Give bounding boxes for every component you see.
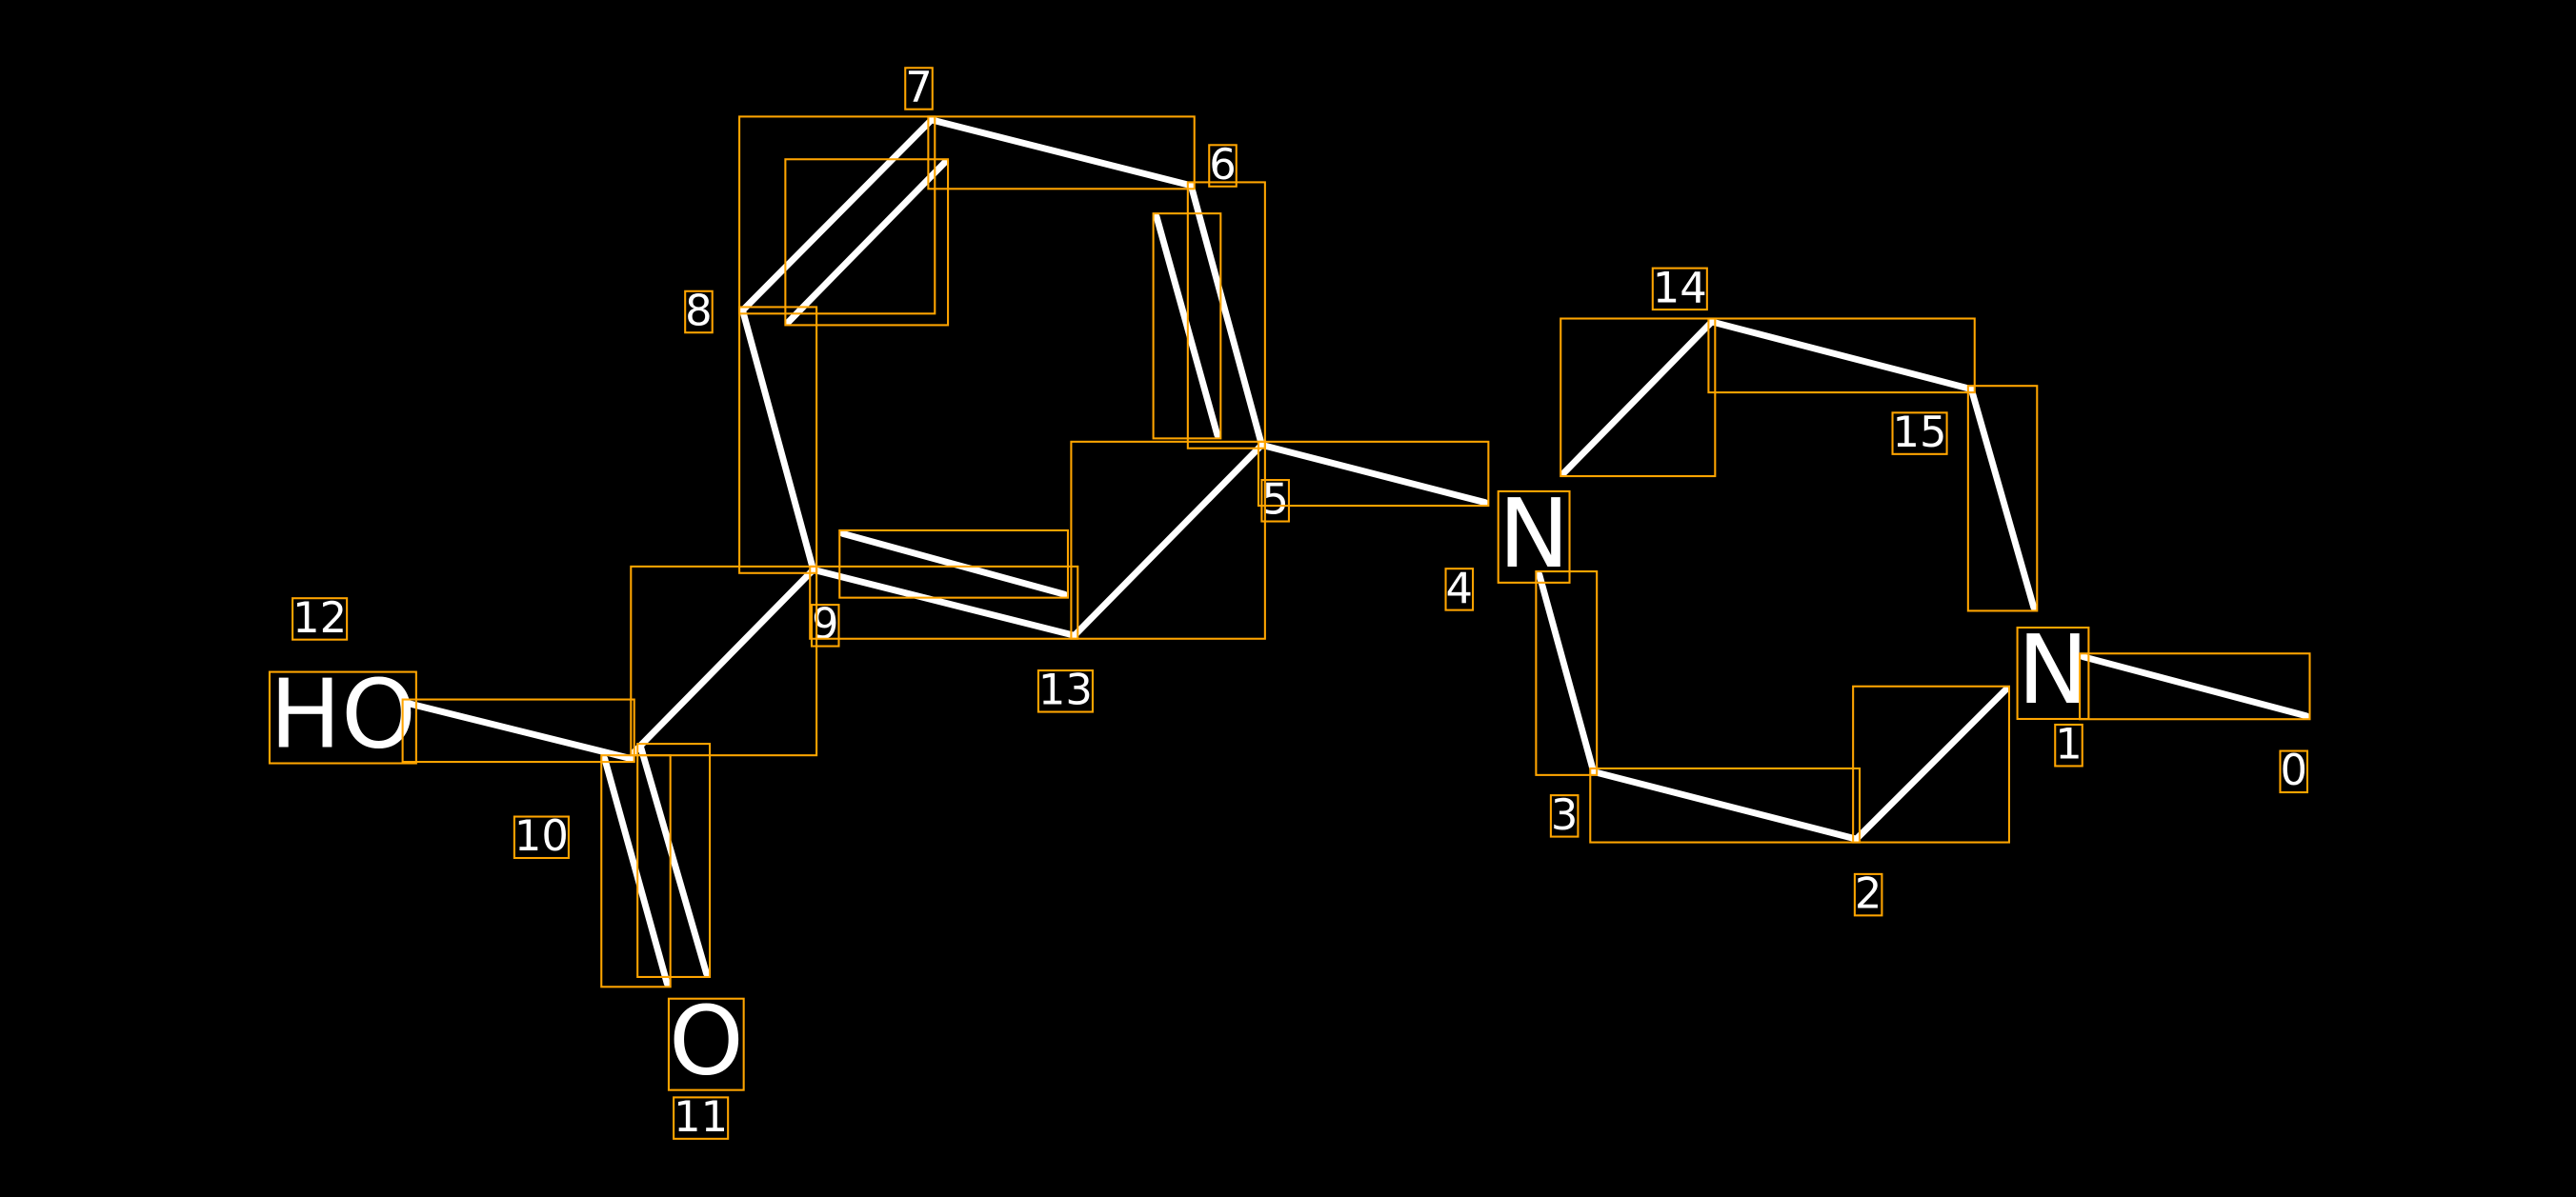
- bond-4-5-box: [1257, 440, 1490, 508]
- bond-8-9-box: [738, 306, 818, 574]
- atom-index-15: 15: [1893, 407, 1947, 457]
- atom-n4-box: [1497, 489, 1571, 584]
- bond-4-5: [1258, 441, 1489, 507]
- atom-index-9-box: [810, 604, 840, 648]
- atom-index-3: 3: [1551, 789, 1579, 840]
- bond-5-6-double-box: [1152, 212, 1222, 440]
- bond-6-7: [928, 116, 1195, 190]
- bond-10-11-double-box: [636, 743, 712, 978]
- atom-index-1: 1: [2055, 719, 2083, 769]
- bond-9-13-double: [839, 529, 1068, 598]
- atom-o11: O: [669, 986, 744, 1097]
- bond-9-13-box: [809, 565, 1079, 640]
- bond-10-12: [402, 699, 634, 763]
- atom-index-10-box: [513, 815, 570, 860]
- bonds: [402, 116, 2310, 988]
- atom-index-13: 13: [1038, 665, 1093, 715]
- atom-index-1-box: [2054, 723, 2083, 768]
- atom-index-0-box: [2279, 749, 2309, 794]
- bond-7-8-double-box: [784, 158, 950, 327]
- atom-index-7-box: [904, 67, 934, 110]
- atom-index-8: 8: [685, 285, 713, 335]
- atom-o11-box: [667, 997, 745, 1091]
- bond-0-1-box: [2079, 652, 2311, 721]
- atom-n1-box: [2016, 626, 2090, 721]
- atom-index-5: 5: [1261, 474, 1289, 525]
- bond-6-7-box: [927, 115, 1196, 190]
- atom-index-12-box: [292, 597, 349, 641]
- bond-13-5: [1071, 441, 1265, 639]
- bond-10-11-double: [637, 744, 711, 977]
- labels: N N O HO 0 1 2 3 4 5 6 7 8 9 10 11 12 13…: [270, 62, 2307, 1142]
- bond-10-11: [601, 755, 671, 988]
- atom-index-10: 10: [514, 810, 569, 861]
- atom-index-7: 7: [905, 62, 933, 112]
- bond-2-1-box: [1852, 685, 2010, 844]
- bond-9-10-box: [630, 565, 818, 757]
- atom-index-8-box: [684, 289, 714, 334]
- atom-index-11: 11: [674, 1091, 728, 1142]
- atom-index-12: 12: [292, 592, 347, 643]
- bond-0-1: [2080, 653, 2310, 720]
- bond-7-8-double: [785, 159, 949, 326]
- atom-n1: N: [2018, 614, 2089, 726]
- atom-ho12-box: [268, 670, 417, 765]
- bond-8-9: [739, 307, 817, 573]
- atom-index-4-box: [1444, 568, 1475, 611]
- bond-1-15-box: [1966, 385, 2039, 612]
- bond-5-6: [1187, 182, 1265, 449]
- atom-index-11-box: [673, 1096, 730, 1140]
- atom-index-13-box: [1036, 669, 1094, 713]
- atom-index-6: 6: [1209, 139, 1237, 190]
- bond-4-3: [1536, 571, 1598, 775]
- bond-3-2: [1590, 768, 1861, 843]
- bond-1-15: [1967, 386, 2038, 611]
- atom-index-3-box: [1549, 794, 1580, 838]
- bond-9-10: [631, 566, 817, 756]
- bond-10-12-box: [401, 698, 635, 764]
- bond-4-3-box: [1535, 570, 1599, 776]
- atom-index-14: 14: [1653, 262, 1707, 312]
- atom-index-2: 2: [1855, 868, 1882, 919]
- bond-9-13-double-box: [838, 529, 1069, 599]
- bond-3-2-box: [1589, 767, 1862, 844]
- bond-7-8: [739, 116, 936, 314]
- atom-index-0: 0: [2280, 745, 2307, 795]
- bond-15-14: [1708, 318, 1975, 393]
- bond-10-11-box: [600, 754, 672, 988]
- atom-n4: N: [1499, 478, 1570, 589]
- atom-ho12: HO: [270, 659, 416, 770]
- bond-2-1: [1853, 686, 2009, 843]
- atom-index-4: 4: [1446, 563, 1474, 613]
- bond-13-5-box: [1070, 440, 1266, 640]
- bounding-boxes: [268, 67, 2311, 1140]
- bond-15-14-box: [1707, 317, 1976, 394]
- bond-14-4-box: [1560, 317, 1717, 478]
- atom-index-5-box: [1260, 479, 1290, 523]
- atom-index-6-box: [1208, 144, 1238, 188]
- atom-index-15-box: [1891, 411, 1948, 455]
- atom-index-2-box: [1853, 872, 1883, 917]
- atom-index-14-box: [1651, 267, 1708, 311]
- bond-9-13: [810, 566, 1078, 639]
- bond-14-4: [1560, 318, 1716, 477]
- bond-7-8-box: [738, 115, 936, 315]
- bond-5-6-box: [1186, 181, 1266, 449]
